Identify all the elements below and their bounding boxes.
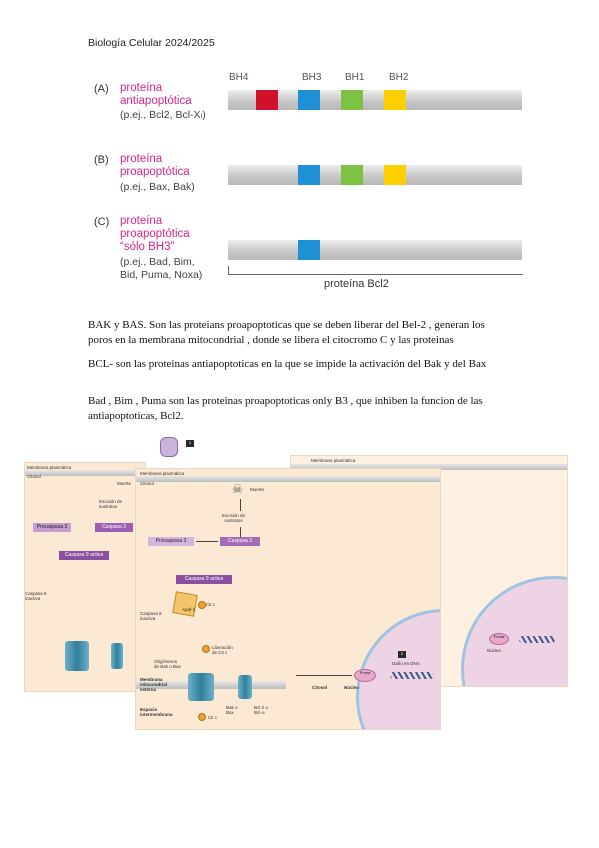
row-c-letter: (C) (94, 216, 110, 228)
citc-release-label: Liberación de Cit c (212, 645, 233, 655)
paragraph-only-bh3: Bad , Bim , Puma son las proteinas proap… (88, 395, 483, 422)
apoptosome (172, 591, 198, 617)
bak-bax-label: Bak o Bax (226, 705, 238, 715)
cleavage-label: Escisión de sustratos (222, 513, 246, 523)
bh1-domain (341, 165, 363, 185)
bh2-domain (384, 90, 406, 110)
citc-dot (198, 601, 206, 609)
bracket-line (228, 266, 523, 275)
plasma-membrane (136, 476, 440, 482)
bcl2-family-figure: BH4 BH3 BH1 BH2 (A) proteína antiapoptót… (92, 70, 532, 310)
receptor-icon (160, 437, 178, 457)
arrow (296, 675, 352, 676)
step-1-marker: 1 (186, 440, 194, 447)
citosol-label: Citosol (27, 474, 41, 479)
bak-bax-oligomer (188, 673, 214, 701)
membrane-label: Membrana plasmática (27, 465, 72, 470)
arrow (196, 541, 218, 542)
procaspase3-box: Procaspasa 3 (33, 523, 71, 532)
bh3-domain (298, 90, 320, 110)
step-2-marker: 2 (398, 651, 406, 658)
panel-main: Membrana plasmática Citosol ☠ Muerte Esc… (135, 468, 441, 730)
cleavage-label: Escisión de sustratos (99, 499, 123, 509)
mito-membrane-label: Membrana mitocondrial externa (140, 677, 168, 692)
bh2-domain (384, 165, 406, 185)
arrow (240, 527, 241, 537)
puma-protein: Puma (354, 669, 376, 682)
caspase9-inactive-label: Caspasa 9 inactiva (25, 591, 47, 601)
row-a-name: proteína antiapoptótica (120, 82, 192, 107)
caspase9-active-box: Caspasa 9 activa (176, 575, 232, 584)
citosol-label: Citosol (140, 481, 154, 486)
caspase3-box: Caspasa 3 (95, 523, 133, 532)
paragraph-bcl: BCL- son las proteinas antiapoptoticas e… (88, 358, 487, 370)
apaf1-label: Apaf-1 (182, 607, 196, 612)
dna-helix (390, 672, 434, 679)
bak-bax-channel (238, 675, 252, 699)
citc-dot (202, 645, 210, 653)
domain-header-bh2: BH2 (389, 72, 409, 83)
row-c-name: proteína proapoptótica “sólo BH3” (120, 215, 190, 253)
nucleus (461, 576, 567, 686)
caspase9-inactive-label: Caspasa 9 inactiva (140, 611, 162, 621)
bracket-label: proteína Bcl2 (324, 278, 389, 290)
nucleus-label: Núcleo (487, 648, 502, 653)
bh4-domain (256, 90, 278, 110)
bh3-domain (298, 165, 320, 185)
dna-damage-label: Daño en DNA (392, 661, 420, 666)
nucleus-label: Núcleo (344, 685, 360, 690)
plasma-membrane (291, 464, 567, 470)
row-a-bar (228, 90, 522, 110)
citc-dot (198, 713, 206, 721)
membrane-label: Membrana plasmática (140, 471, 185, 476)
domain-header-bh3: BH3 (302, 72, 322, 83)
bh1-domain (341, 90, 363, 110)
citosol-label-2: Citosol (312, 685, 328, 690)
puma-protein: Puma (489, 633, 509, 645)
caspase3-box: Caspasa 3 (220, 537, 260, 546)
oligomer-label: Oligómeros de Bak o Bax (154, 659, 181, 669)
membrane-label: Membrana plasmática (311, 458, 356, 463)
row-b-example: (p.ej., Bax, Bak) (120, 181, 195, 193)
dna-helix (519, 636, 555, 643)
bh3-domain (298, 240, 320, 260)
document-header: Biología Celular 2024/2025 (88, 37, 215, 49)
row-c-bar (228, 240, 522, 260)
row-c-example: (p.ej., Bad, Bim, Bid, Puma, Noxa) (120, 256, 203, 281)
arrow (240, 499, 241, 511)
bcl2-label: Bcl-2 o Bcl-xₗ (254, 705, 269, 715)
citc-label: Cit c (208, 715, 217, 720)
bak-bax-channel (111, 643, 123, 669)
paragraph-bak-bax: BAK y BAS. Son las proteians proapoptoti… (88, 319, 485, 346)
death-label: Muerte (250, 487, 265, 492)
row-b-bar (228, 165, 522, 185)
death-label: Muerte (117, 481, 132, 486)
skull-icon: ☠ (232, 482, 243, 496)
intermembrane-label: Espacio intermembrana (140, 707, 173, 717)
row-a-letter: (A) (94, 83, 109, 95)
procaspase3-box: Procaspasa 3 (148, 537, 194, 546)
bak-bax-oligomer (65, 641, 89, 671)
row-b-name: proteína proapoptótica (120, 153, 190, 178)
domain-header-bh4: BH4 (229, 72, 249, 83)
panel-left: Membrana plasmática Citosol Muerte Escis… (24, 462, 146, 692)
plasma-membrane (25, 470, 145, 476)
row-a-example: (p.ej., Bcl2, Bcl-Xₗ) (120, 109, 206, 121)
citc-label: Cit c (206, 602, 215, 607)
row-b-letter: (B) (94, 154, 109, 166)
caspase9-active-box: Caspasa 9 activa (59, 551, 109, 560)
domain-header-bh1: BH1 (345, 72, 365, 83)
